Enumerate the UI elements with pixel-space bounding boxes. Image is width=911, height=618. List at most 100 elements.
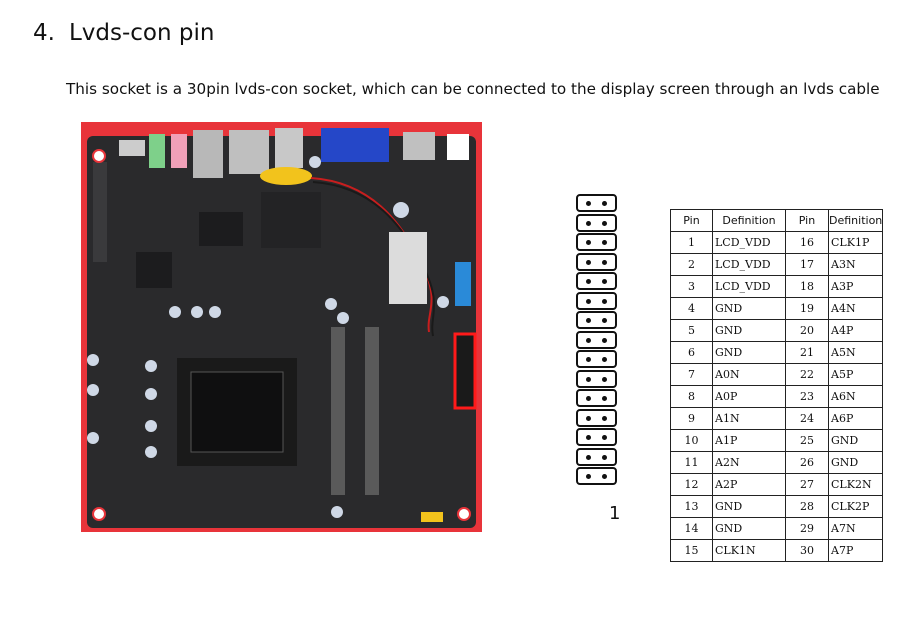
pin-number-cell: 2 <box>670 253 713 276</box>
pin-pair <box>576 330 617 349</box>
pin-definition-cell: A0N <box>712 363 786 386</box>
col-header-definition: Definition <box>827 209 884 232</box>
pin-definition-cell: A0P <box>712 385 786 408</box>
pin-definition-cell: A7N <box>827 517 884 540</box>
pin-number-cell: 10 <box>670 429 713 452</box>
pin-definition-cell: A1N <box>712 407 786 430</box>
motherboard-photo <box>81 122 482 532</box>
pin-dot <box>586 240 591 245</box>
pin-definition-cell: A2P <box>712 473 786 496</box>
pin-pair <box>576 272 617 290</box>
pin-number-cell: 3 <box>670 275 713 298</box>
pin-pair <box>576 252 617 271</box>
pin-pair <box>576 369 617 388</box>
pin-dot <box>586 337 591 343</box>
pin-definition-cell: A5N <box>827 341 884 364</box>
pin-definition-cell: A1P <box>712 429 786 452</box>
pin-definition-cell: GND <box>712 319 786 342</box>
pin-number-cell: 23 <box>785 385 829 408</box>
pin-dot <box>586 279 591 284</box>
pin-pair <box>576 213 617 232</box>
pin-number-cell: 22 <box>785 363 829 386</box>
col-header-pin: Pin <box>670 209 713 232</box>
table-header-row: Pin Definition Pin Definition <box>670 209 884 232</box>
pin-definition-cell: CLK2N <box>827 473 884 496</box>
pin-dot <box>586 474 591 479</box>
pin-dot <box>586 396 591 401</box>
pin-dot <box>586 298 591 304</box>
pin-dot <box>586 201 591 206</box>
pin-dot <box>586 435 591 440</box>
col-header-pin: Pin <box>785 209 829 232</box>
pin-definition-cell: A5P <box>827 363 884 386</box>
pin-number-cell: 30 <box>785 539 829 562</box>
pin-pair <box>576 447 617 466</box>
pin-1-label: 1 <box>609 503 621 524</box>
pin-definition-cell: A3P <box>827 275 884 298</box>
pin-definition-cell: LCD_VDD <box>712 231 786 254</box>
pin-dot <box>602 415 607 421</box>
pin-number-cell: 27 <box>785 473 829 496</box>
pin-definition-cell: GND <box>712 341 786 364</box>
section-title: Lvds-con pin <box>68 20 215 46</box>
pin-definition-cell: GND <box>712 495 786 518</box>
pin-number-cell: 15 <box>670 539 713 562</box>
pin-definition-cell: LCD_VDD <box>712 253 786 276</box>
pin-number-cell: 6 <box>670 341 713 364</box>
pin-pair <box>576 428 617 446</box>
pin-definition-cell: A6N <box>827 385 884 408</box>
pin-number-cell: 28 <box>785 495 829 518</box>
pin-definition-cell: A7P <box>827 539 884 562</box>
pin-number-cell: 5 <box>670 319 713 342</box>
pin-definition-cell: GND <box>827 451 884 474</box>
pin-number-cell: 14 <box>670 517 713 540</box>
pin-number-cell: 13 <box>670 495 713 518</box>
pin-definition-cell: A4P <box>827 319 884 342</box>
pin-pair <box>576 350 617 368</box>
pin-dot <box>602 396 607 401</box>
pin-dot <box>602 337 607 343</box>
pin-pair <box>576 311 617 329</box>
pin-dot <box>602 435 607 440</box>
pin-definition-cell: GND <box>712 517 786 540</box>
pin-number-cell: 29 <box>785 517 829 540</box>
col-header-definition: Definition <box>712 209 786 232</box>
pin-dot <box>602 454 607 460</box>
pin-definition-cell: A4N <box>827 297 884 320</box>
lvds-pin-header-diagram <box>576 194 617 486</box>
pin-pair <box>576 233 617 251</box>
pin-dot <box>586 259 591 265</box>
pin-number-cell: 21 <box>785 341 829 364</box>
pin-number-cell: 7 <box>670 363 713 386</box>
pin-number-cell: 17 <box>785 253 829 276</box>
pin-pair <box>576 389 617 407</box>
pin-dot <box>602 474 607 479</box>
pin-dot <box>602 279 607 284</box>
motherboard-illustration <box>81 122 482 532</box>
pin-dot <box>602 220 607 226</box>
pin-dot <box>602 318 607 323</box>
pin-definition-cell: A3N <box>827 253 884 276</box>
pin-dot <box>602 357 607 362</box>
pin-number-cell: 20 <box>785 319 829 342</box>
pin-dot <box>586 376 591 382</box>
pin-dot <box>586 415 591 421</box>
pin-pair <box>576 291 617 310</box>
pin-number-cell: 24 <box>785 407 829 430</box>
pin-number-cell: 16 <box>785 231 829 254</box>
pin-number-cell: 12 <box>670 473 713 496</box>
pin-number-cell: 25 <box>785 429 829 452</box>
pin-dot <box>586 318 591 323</box>
pin-number-cell: 19 <box>785 297 829 320</box>
